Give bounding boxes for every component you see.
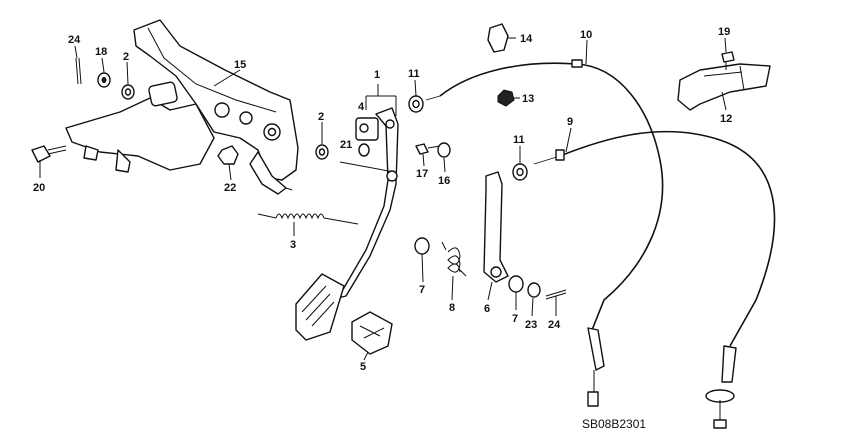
callout-22: 22 — [224, 182, 236, 194]
collar-7-left — [414, 237, 430, 255]
callout-15: 15 — [234, 59, 246, 71]
collar-16 — [437, 142, 451, 158]
callout-24: 24 — [68, 34, 81, 46]
bolt-17 — [415, 143, 441, 155]
callout-2: 2 — [123, 51, 129, 63]
callout-12: 12 — [720, 113, 732, 125]
callout-19: 19 — [718, 26, 730, 38]
accelerator-cable-10 — [425, 59, 664, 407]
callout-4: 4 — [358, 101, 365, 113]
callout-8: 8 — [449, 302, 455, 314]
bolt-20 — [31, 145, 67, 163]
washer-23 — [527, 282, 541, 298]
clip-21 — [358, 143, 370, 157]
washer-18 — [97, 72, 111, 88]
drawing-code: SB08B2301 — [582, 417, 646, 431]
callout-9: 9 — [567, 116, 573, 128]
pedal-bracket-15 — [65, 19, 299, 195]
callout-16: 16 — [438, 175, 450, 187]
callout-6: 6 — [484, 303, 490, 315]
callout-17: 17 — [416, 168, 428, 180]
grommet-11-upper — [408, 95, 424, 113]
fitting-4 — [359, 119, 395, 133]
callout-10: 10 — [580, 29, 592, 41]
collar-7-right — [508, 275, 524, 293]
throttle-cable-9 — [533, 130, 776, 429]
callout-7: 7 — [512, 313, 518, 325]
torsion-spring-8 — [441, 241, 467, 277]
cable-clamp-13 — [497, 89, 515, 107]
callout-7: 7 — [419, 284, 425, 296]
callout-2: 2 — [318, 111, 324, 123]
callout-1: 1 — [374, 69, 380, 81]
callout-21: 21 — [340, 139, 352, 151]
callout-18: 18 — [95, 46, 107, 58]
callouts: 24 18 2 15 20 22 2 1 4 21 3 11 14 10 13 … — [33, 26, 732, 431]
callout-11: 11 — [408, 68, 420, 80]
callout-24: 24 — [548, 319, 561, 331]
nut-22 — [217, 145, 239, 165]
bolt-19 — [721, 51, 735, 70]
cotter-pin-24 — [75, 57, 82, 85]
callout-14: 14 — [520, 33, 533, 45]
leader-lines — [39, 37, 727, 361]
cable-bracket-12 — [677, 63, 771, 111]
callout-5: 5 — [360, 361, 366, 373]
callout-11: 11 — [513, 134, 525, 146]
callout-3: 3 — [290, 239, 296, 251]
bushing-2-left — [121, 84, 135, 100]
pedal-stopper-5 — [351, 311, 393, 355]
bushing-2-middle — [315, 144, 329, 160]
callout-13: 13 — [522, 93, 534, 105]
grommet-11-lower — [512, 163, 528, 181]
cable-clip-14 — [487, 23, 509, 53]
callout-23: 23 — [525, 319, 537, 331]
return-spring-3 — [257, 213, 359, 225]
callout-20: 20 — [33, 182, 45, 194]
lever-6 — [483, 171, 509, 283]
